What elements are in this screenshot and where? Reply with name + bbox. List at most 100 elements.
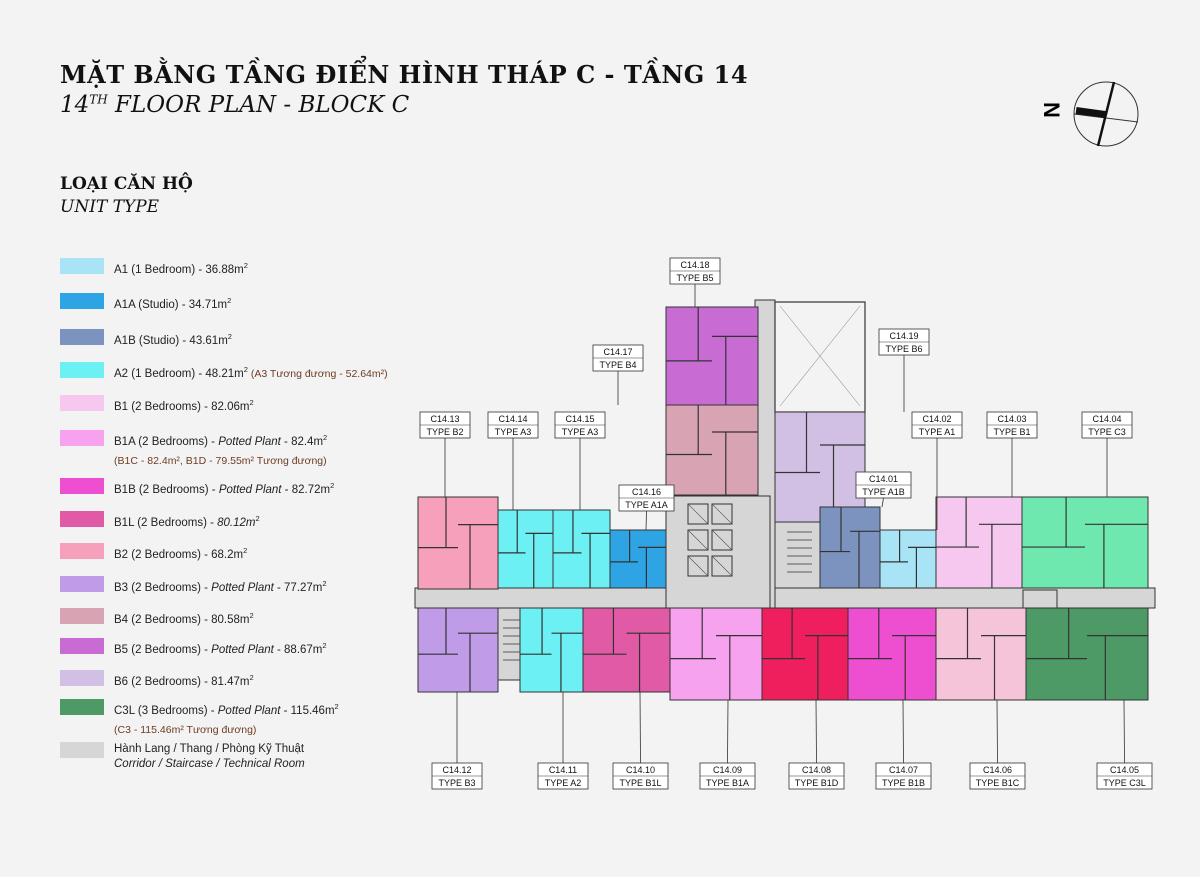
leader-line — [639, 691, 641, 764]
leader-line — [1123, 699, 1125, 764]
page-title: MẶT BẰNG TẦNG ĐIỂN HÌNH THÁP C - TẦNG 14 — [60, 60, 749, 89]
unit-type: TYPE B1C — [976, 778, 1020, 788]
legend-label: B5 (2 Bedrooms) - Potted Plant - 88.67m2 — [114, 641, 327, 656]
legend-item: A1A (Studio) - 34.71m2 — [60, 293, 231, 313]
subtitle-number: 14 — [60, 92, 90, 118]
legend-item: B1B (2 Bedrooms) - Potted Plant - 82.72m… — [60, 478, 334, 498]
unit-code: C14.16 — [632, 487, 661, 497]
unit-code: C14.19 — [889, 331, 918, 341]
elevator-mark — [687, 555, 709, 577]
unit-type: TYPE B5 — [676, 273, 713, 283]
unit-c14-14 — [497, 509, 554, 589]
unit-type: TYPE A3 — [562, 427, 599, 437]
unit-code: C14.18 — [680, 260, 709, 270]
elevator — [711, 503, 733, 525]
unit-c14-01 — [819, 506, 881, 589]
elevator — [711, 555, 733, 577]
unit-c14-13 — [417, 496, 499, 590]
unit-type: TYPE B1B — [882, 778, 925, 788]
page-subtitle: 14TH FLOOR PLAN - BLOCK C — [60, 92, 409, 118]
unit-type: TYPE B1L — [619, 778, 661, 788]
legend-label: B1B (2 Bedrooms) - Potted Plant - 82.72m… — [114, 481, 335, 496]
unit-code: C14.13 — [430, 414, 459, 424]
legend-label: B1A (2 Bedrooms) - Potted Plant - 82.4m2… — [114, 433, 328, 467]
unit-code: C14.05 — [1110, 765, 1139, 775]
void-diagonal — [779, 305, 861, 407]
legend-swatch — [60, 511, 104, 527]
unit-c14-07 — [847, 607, 937, 701]
unit-code: C14.17 — [603, 347, 632, 357]
staircase — [774, 519, 821, 589]
unit-type: TYPE C3 — [1088, 427, 1126, 437]
unit-c14-16 — [609, 529, 667, 589]
unit-type: TYPE B1D — [795, 778, 839, 788]
north-letter: N — [1040, 102, 1064, 118]
unit-c14-08 — [761, 607, 849, 701]
legend-swatch — [60, 576, 104, 592]
leader-line — [902, 699, 904, 764]
unit-type: TYPE A3 — [495, 427, 532, 437]
leader-line — [815, 699, 817, 764]
elevator-mark — [711, 529, 733, 551]
elevator — [687, 555, 709, 577]
unit-code: C14.03 — [997, 414, 1026, 424]
legend-label: A2 (1 Bedroom) - 48.21m2 (A3 Tương đương… — [114, 365, 388, 380]
elevator-mark — [711, 503, 733, 525]
elevator — [687, 529, 709, 551]
legend-swatch — [60, 362, 104, 378]
legend-label: B2 (2 Bedrooms) - 68.2m2 — [114, 546, 248, 561]
legend-label: A1 (1 Bedroom) - 36.88m2 — [114, 261, 248, 276]
legend-swatch — [60, 293, 104, 309]
unit-c14-06 — [935, 607, 1027, 701]
unit-code: C14.15 — [565, 414, 594, 424]
elevator-mark — [711, 555, 733, 577]
legend-swatch — [60, 608, 104, 624]
unit-type: TYPE A2 — [545, 778, 582, 788]
unit-c14-03 — [935, 496, 1023, 589]
legend-swatch — [60, 478, 104, 494]
compass-icon: N — [1040, 81, 1139, 147]
unit-code: C14.06 — [983, 765, 1012, 775]
legend-label: B4 (2 Bedrooms) - 80.58m2 — [114, 611, 254, 626]
unit-type: TYPE B6 — [885, 344, 922, 354]
unit-type: TYPE B1A — [706, 778, 749, 788]
unit-type: TYPE B3 — [438, 778, 475, 788]
leader-line — [881, 497, 884, 508]
core — [665, 495, 771, 609]
legend-swatch — [60, 329, 104, 345]
legend-swatch — [60, 258, 104, 274]
unit-type: TYPE A1 — [919, 427, 956, 437]
legend-label: B3 (2 Bedrooms) - Potted Plant - 77.27m2 — [114, 579, 327, 594]
legend-label: B1L (2 Bedrooms) - 80.12m2 — [114, 514, 260, 529]
legend-heading: LOẠI CĂN HỘ — [60, 174, 193, 194]
unit-code: C14.07 — [889, 765, 918, 775]
unit-code: C14.01 — [869, 474, 898, 484]
unit-c14-02 — [879, 529, 937, 589]
legend-swatch — [60, 543, 104, 559]
unit-code: C14.11 — [549, 765, 577, 775]
leader-line — [645, 510, 647, 531]
legend-swatch — [60, 699, 104, 715]
unit-code: C14.02 — [922, 414, 951, 424]
legend-item: B5 (2 Bedrooms) - Potted Plant - 88.67m2 — [60, 638, 327, 658]
elevator — [687, 503, 709, 525]
legend-label: B6 (2 Bedrooms) - 81.47m2 — [114, 673, 254, 688]
unit-type: TYPE C3L — [1103, 778, 1146, 788]
unit-code: C14.04 — [1092, 414, 1121, 424]
subtitle-text: FLOOR PLAN - BLOCK C — [107, 92, 410, 118]
unit-c14-18 — [665, 306, 759, 406]
corridor-end — [1022, 589, 1058, 611]
unit-c14-19 — [774, 411, 866, 523]
unit-code: C14.12 — [442, 765, 471, 775]
legend-label: A1A (Studio) - 34.71m2 — [114, 296, 232, 311]
legend-swatch — [60, 430, 104, 446]
unit-code: C14.09 — [713, 765, 742, 775]
legend-swatch — [60, 670, 104, 686]
unit-c14-10 — [582, 607, 671, 693]
leader-line — [996, 699, 998, 764]
unit-c14-15 — [552, 509, 611, 589]
legend-swatch — [60, 742, 104, 758]
unit-code: C14.10 — [626, 765, 655, 775]
